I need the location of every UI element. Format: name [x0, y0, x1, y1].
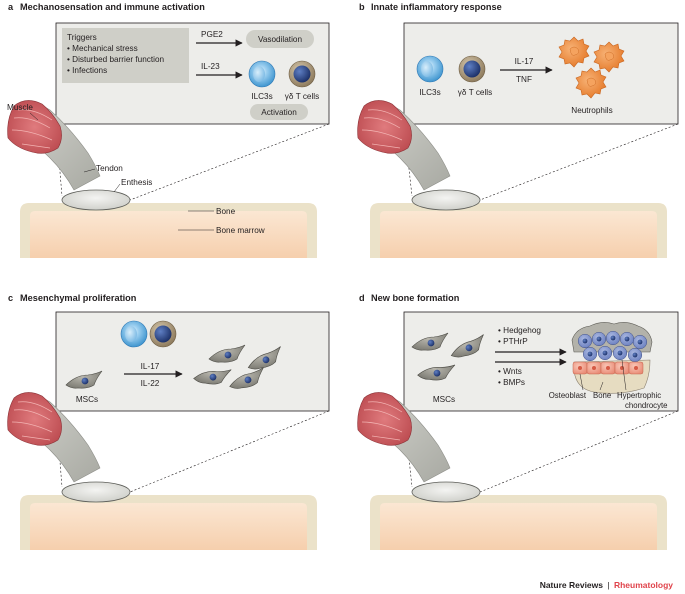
osteoblast-label: Osteoblast	[549, 391, 587, 400]
enthesis-label: Enthesis	[121, 178, 152, 187]
osteoblast-leader	[579, 373, 584, 391]
enthesis-leader	[113, 183, 121, 193]
panel-d-letter: d	[359, 293, 365, 303]
mscs-label-c: MSCs	[76, 395, 98, 404]
panel-b: b Innate inflammatory response ILC3s γδ …	[357, 2, 679, 259]
panel-b-title: Innate inflammatory response	[371, 2, 502, 12]
vasodilation-label: Vasodilation	[258, 35, 302, 44]
signal-bmps: • BMPs	[498, 378, 525, 387]
tnf-label: TNF	[516, 75, 532, 84]
anatomy-c	[7, 392, 318, 551]
il22-label: IL-22	[141, 379, 160, 388]
muscle-leader	[29, 112, 39, 121]
gd-tcell-c	[149, 320, 177, 348]
gd-tcell-a	[288, 60, 316, 88]
signal-wnts: • Wnts	[498, 367, 522, 376]
ilc3-cell-b	[416, 55, 444, 83]
activation-label: Activation	[261, 108, 297, 117]
chondrocyte-label: chondrocyte	[625, 401, 667, 410]
trigger-infections: • Infections	[67, 66, 107, 75]
ilc3s-label-b: ILC3s	[419, 88, 440, 97]
vasodilation-pill	[246, 30, 314, 48]
bone-label: Bone	[216, 207, 236, 216]
bone-marrow-label: Bone marrow	[216, 226, 265, 235]
panel-a-letter: a	[8, 2, 14, 12]
triggers-title: Triggers	[67, 33, 97, 42]
zoom-line-right-d	[479, 410, 679, 493]
il17-label-b: IL-17	[515, 57, 534, 66]
bone-leader-d	[599, 381, 604, 391]
zoom-line-right-c	[129, 410, 330, 493]
ilc3s-label-a: ILC3s	[251, 92, 272, 101]
bone-formation-cluster	[571, 322, 653, 394]
zoom-line-right-b	[479, 123, 679, 201]
hypertrophic-leader	[621, 359, 627, 391]
il17-label-c: IL-17	[141, 362, 160, 371]
panel-c-zoom-box	[55, 311, 330, 412]
anatomy-d	[357, 392, 668, 551]
trigger-mechanical-stress: • Mechanical stress	[67, 44, 138, 53]
panel-b-zoom-box	[403, 22, 679, 125]
muscle-label: Muscle	[7, 103, 33, 112]
panel-b-letter: b	[359, 2, 365, 12]
brand-name: Nature Reviews	[539, 580, 603, 590]
hypertrophic-label: Hypertrophic	[617, 391, 661, 400]
ilc3-cell-a	[248, 60, 276, 88]
tendon-label: Tendon	[96, 164, 123, 173]
bone-label-d: Bone	[593, 391, 611, 400]
credit-separator: |	[607, 580, 610, 590]
panel-a-title: Mechanosensation and immune activation	[20, 2, 205, 12]
panel-c: c Mesenchymal proliferation MSCs IL-17 I…	[7, 293, 330, 551]
trigger-barrier: • Disturbed barrier function	[67, 55, 165, 64]
journal-credit: Nature Reviews | Rheumatology	[540, 580, 673, 590]
signal-hedgehog: • Hedgehog	[498, 326, 541, 335]
panel-c-letter: c	[8, 293, 13, 303]
journal-name: Rheumatology	[613, 580, 673, 590]
panel-d-title: New bone formation	[371, 293, 460, 303]
activation-pill	[250, 104, 308, 120]
gd-tcells-label-a: γδ T cells	[285, 92, 319, 101]
gd-tcells-label-b: γδ T cells	[458, 88, 492, 97]
panel-d: d New bone formation MSCs • Hedgehog • P…	[357, 293, 679, 551]
pge2-label: PGE2	[201, 30, 223, 39]
mscs-label-d: MSCs	[433, 395, 455, 404]
triggers-box	[62, 28, 189, 83]
tendon-leader	[83, 168, 96, 173]
panel-c-title: Mesenchymal proliferation	[20, 293, 137, 303]
gd-tcell-b	[458, 55, 486, 83]
neutrophils-label: Neutrophils	[571, 106, 612, 115]
panel-a: a Mechanosensation and immune activation…	[7, 2, 330, 259]
signal-pthrp: • PTHrP	[498, 337, 528, 346]
ilc3-cell-c	[120, 320, 148, 348]
il23-label: IL-23	[201, 62, 220, 71]
zoom-line-right-a	[129, 123, 330, 201]
